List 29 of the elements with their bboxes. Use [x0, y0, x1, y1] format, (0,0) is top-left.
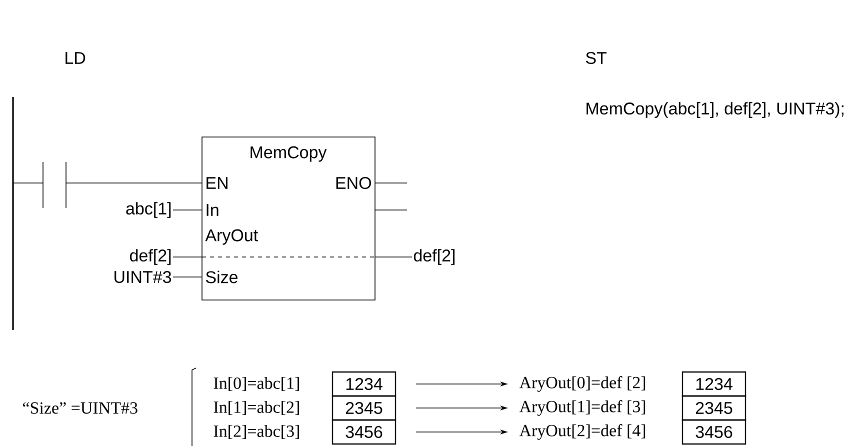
- connection-line: [375, 256, 412, 258]
- code-line: MemCopy(abc[1], def[2], UINT#3);: [586, 102, 844, 118]
- value-cell: 2345: [682, 395, 746, 421]
- pin-label: ENO: [336, 176, 371, 190]
- input-element-label: In[1]=abc[2]: [214, 400, 299, 416]
- value-cell: 1234: [332, 371, 396, 397]
- value-cell: 2345: [332, 395, 396, 421]
- connection-line: [172, 276, 202, 278]
- value-cell: 3456: [332, 419, 396, 445]
- pin-label: Size: [206, 270, 238, 284]
- pin-label: EN: [206, 177, 228, 189]
- output-element-label: AryOut[1]=def [3]: [519, 400, 646, 416]
- value-cell: 3456: [682, 419, 746, 445]
- pin-label: In: [206, 204, 218, 216]
- input-element-label: In[0]=abc[1]: [214, 376, 299, 392]
- language-label: ST: [586, 52, 607, 64]
- connection-line: [172, 256, 202, 258]
- output-element-label: AryOut[0]=def [2]: [519, 376, 646, 392]
- variable-label: UINT#3: [114, 270, 172, 284]
- block-title: MemCopy: [250, 146, 327, 162]
- variable-label: def[2]: [130, 249, 171, 265]
- parameter-note: “Size” =UINT#3: [23, 402, 138, 414]
- language-label: LD: [66, 52, 86, 64]
- variable-label: def[2]: [414, 249, 455, 265]
- input-element-label: In[2]=abc[3]: [214, 424, 299, 440]
- output-element-label: AryOut[2]=def [4]: [519, 424, 646, 440]
- value-cell: 1234: [682, 371, 746, 397]
- variable-label: abc[1]: [126, 202, 171, 218]
- pin-label: AryOut: [205, 229, 258, 245]
